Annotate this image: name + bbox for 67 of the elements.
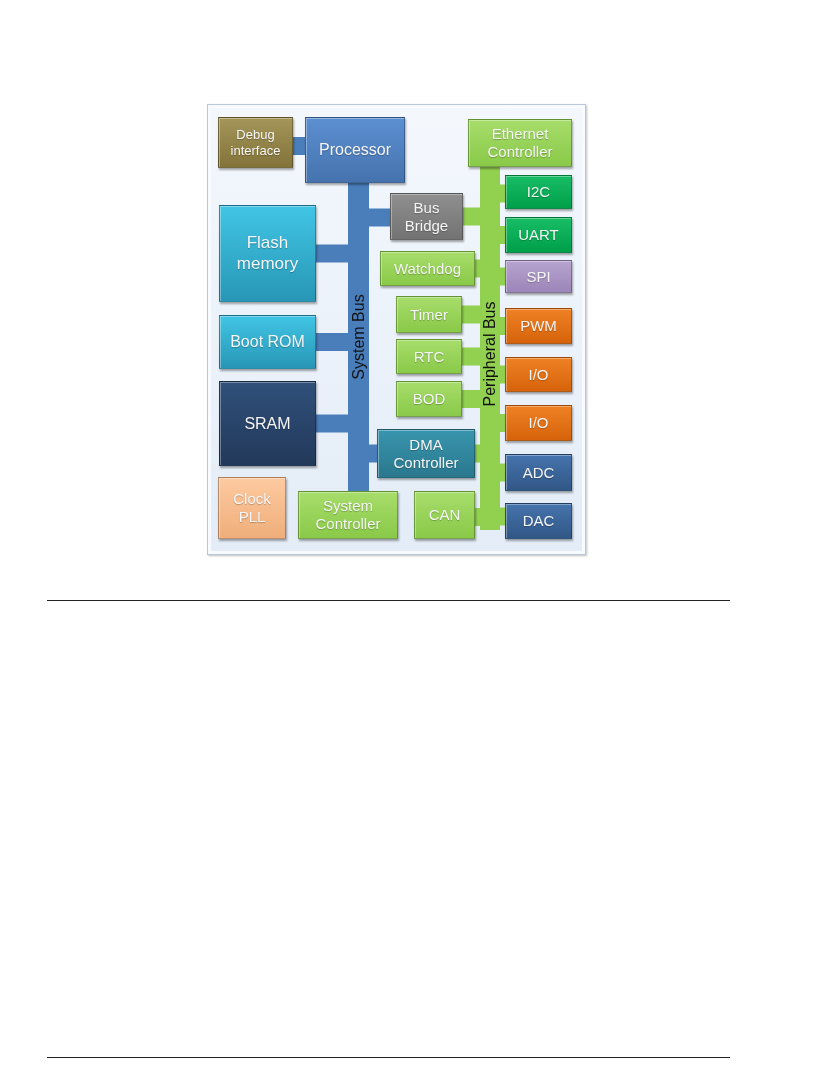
bus-connector: [475, 444, 480, 463]
block-label: Debug interface: [230, 126, 281, 159]
bus-connector: [500, 365, 505, 384]
component-block: [380, 251, 475, 286]
bus-connector: [475, 508, 480, 526]
component-block: [219, 315, 316, 369]
bus-connector: [348, 183, 369, 195]
block-label: Timer: [410, 305, 448, 324]
component-block: [377, 429, 475, 478]
block-label: UART: [518, 226, 559, 244]
bus-connector: [475, 259, 480, 278]
block-label: Flash memory: [236, 233, 299, 274]
component-block: [468, 119, 572, 167]
bus-connector: [500, 317, 505, 335]
bus-label: System Bus: [348, 293, 368, 380]
block-label: DAC: [522, 512, 555, 530]
block-label: I2C: [526, 183, 551, 201]
component-block: [298, 491, 398, 539]
block-label: I/O: [528, 414, 549, 432]
component-block: [505, 260, 572, 293]
component-block: [505, 357, 572, 392]
block-label: RTC: [413, 347, 445, 366]
component-block: [396, 339, 462, 374]
component-block: [396, 381, 462, 417]
bus-label: Peripheral Bus: [480, 301, 500, 407]
bus-bar: [480, 178, 500, 530]
bus-connector: [480, 167, 500, 178]
block-label: SPI: [526, 267, 551, 286]
block-label: Ethernet Controller: [487, 125, 553, 161]
component-block: [414, 491, 475, 539]
block-label: CAN: [428, 506, 461, 524]
block-label: BOD: [412, 390, 446, 408]
block-label: Watchdog: [394, 259, 461, 278]
bus-connector: [500, 184, 505, 203]
component-block: [305, 117, 405, 183]
block-label: Bus Bridge: [404, 198, 449, 235]
bus-connector: [369, 444, 377, 463]
component-block: [505, 217, 572, 253]
bus-connector: [500, 267, 505, 286]
block-label: System Controller: [315, 497, 381, 533]
component-block: [505, 454, 572, 491]
component-block: [219, 205, 316, 302]
bus-connector: [500, 414, 505, 432]
component-block: [218, 477, 286, 539]
block-label: Clock PLL: [233, 490, 271, 526]
block-label: PWM: [520, 317, 557, 335]
bus-connector: [500, 226, 505, 244]
component-block: [219, 381, 316, 466]
block-label: Processor: [319, 140, 391, 160]
block-label: Boot ROM: [230, 332, 305, 352]
component-block: [505, 503, 572, 539]
bus-connector: [316, 333, 348, 351]
block-label: I/O: [528, 365, 549, 384]
component-block: [505, 405, 572, 441]
bus-connector: [500, 463, 505, 482]
bus-connector: [348, 478, 369, 491]
bus-connector: [293, 137, 305, 155]
bus-connector: [462, 390, 480, 408]
block-label: ADC: [522, 463, 555, 482]
bus-connector: [500, 507, 505, 526]
component-block: [505, 175, 572, 209]
component-block: [396, 296, 462, 333]
block-label: SRAM: [244, 413, 291, 434]
component-block: [218, 117, 293, 168]
component-block: [390, 193, 463, 240]
component-block: [505, 308, 572, 344]
block-label: DMA Controller: [393, 435, 459, 472]
